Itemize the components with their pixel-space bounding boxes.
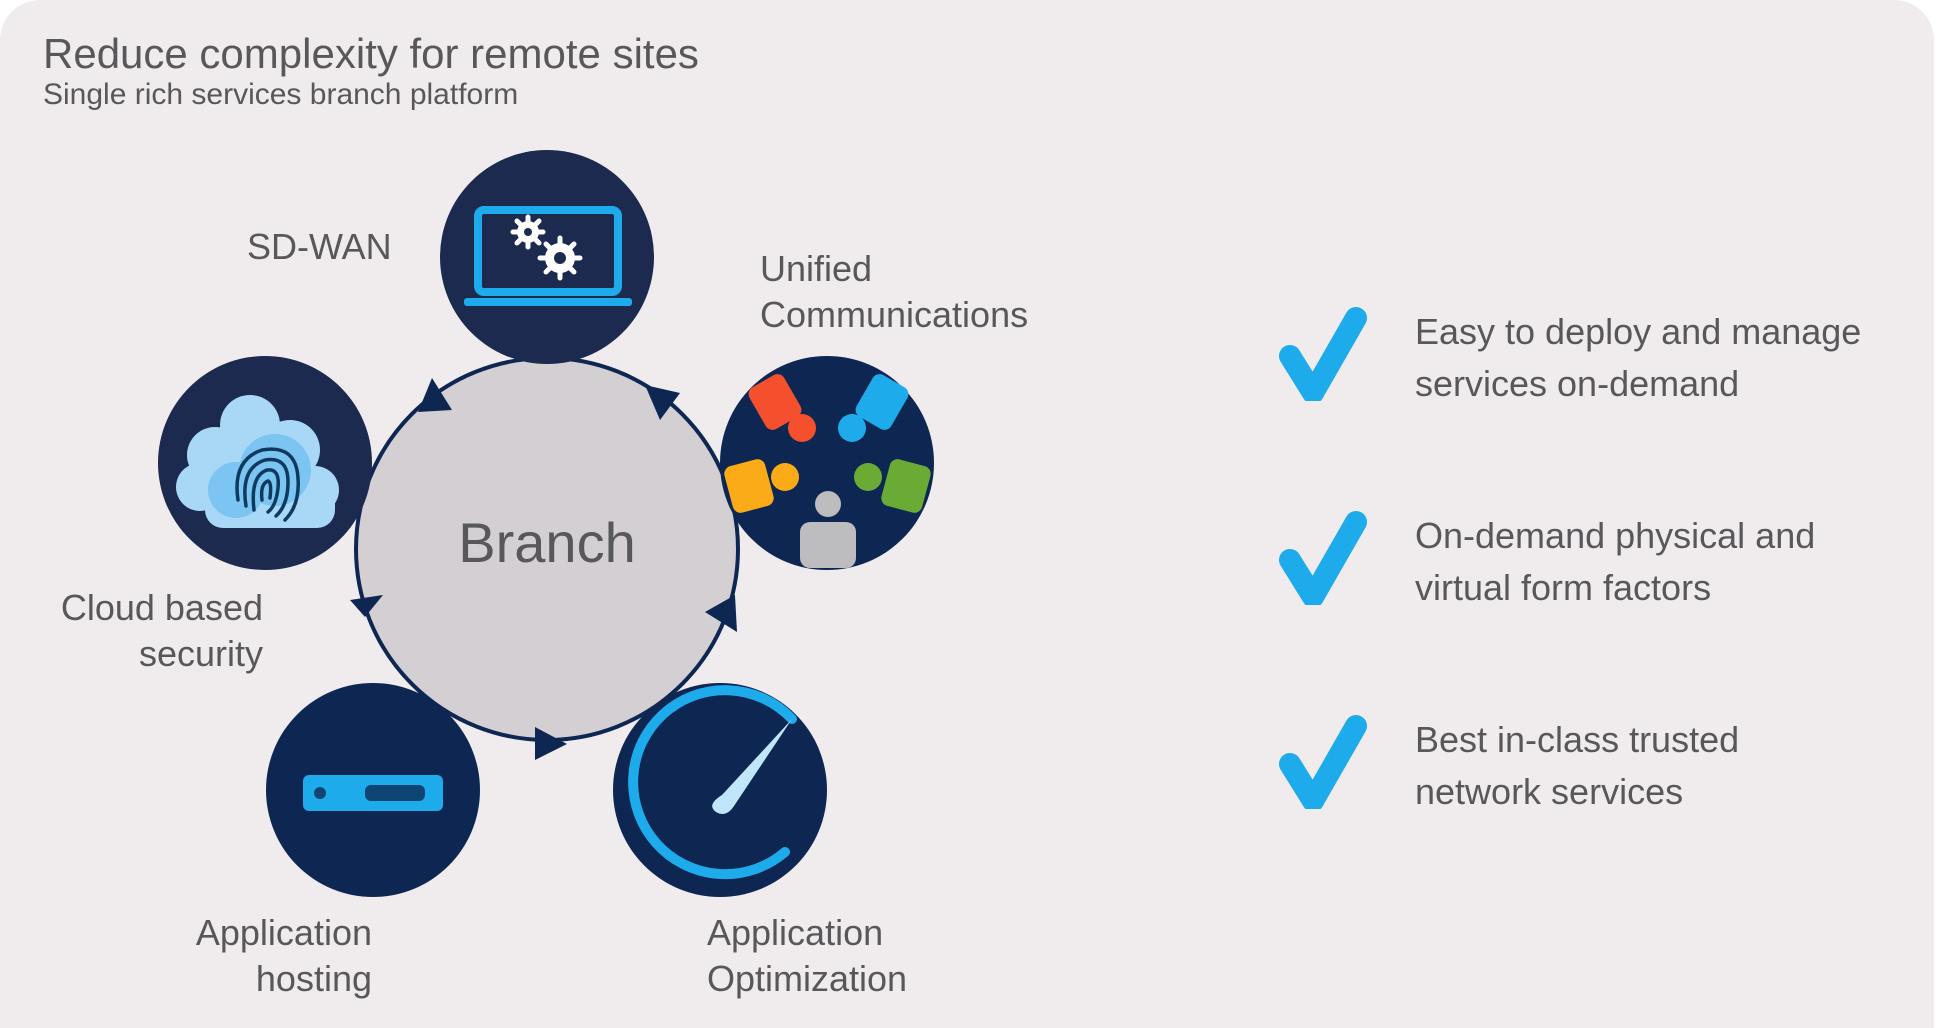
application-hosting-icon-group [266,683,480,897]
cycle-arrows [350,378,737,760]
application-optimization-icon-group [613,683,827,897]
checkmark-icon [1279,715,1367,809]
arrow-head-icon [535,727,567,760]
cloud-security-label: Cloud based security [60,587,263,674]
application-optimization-label: Application Optimization [707,912,908,999]
sd-wan-label: SD-WAN [247,226,392,267]
page-subtitle: Single rich services branch platform [43,78,519,111]
unified-communications-label: Unified Communications [760,248,1029,335]
checkmark-icon [1279,511,1367,605]
cloud-security-icon-group [158,356,372,570]
unified-communications-icon-group [720,356,934,570]
arrow-head-icon [645,385,680,420]
arrow-head-icon [418,378,452,412]
benefit-text: Best in-class trusted network services [1415,719,1740,812]
branch-label: Branch [458,511,636,574]
sd-wan-icon-group [440,150,654,364]
arrow-head-icon [705,595,737,632]
benefit-text: Easy to deploy and manage services on-de… [1415,311,1862,404]
arrow-head-icon [350,595,383,617]
collaboration-people-icon [724,374,931,568]
page-title: Reduce complexity for remote sites [43,30,699,77]
server-icon [303,775,443,811]
checkmark-icon [1279,307,1367,401]
application-hosting-label: Application hosting [195,912,372,999]
cloud-fingerprint-icon [176,395,339,528]
speedometer-icon [628,685,797,880]
benefit-text: On-demand physical and virtual form fact… [1415,515,1816,608]
laptop-gears-icon [464,206,632,306]
